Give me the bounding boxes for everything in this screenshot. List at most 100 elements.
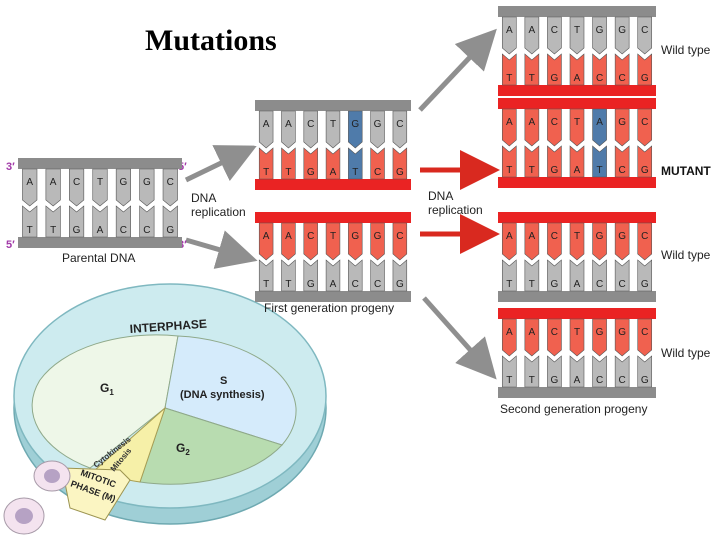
second-gen-molecule-1-top-letter-3: T	[574, 25, 580, 36]
second-gen-molecule-2-bottom-base-5	[614, 145, 630, 178]
first-gen-bottom-molecule-bottom-letter-6: G	[396, 279, 404, 290]
second-gen-molecule-4-top-base-0	[501, 318, 517, 357]
parental-dna-bottom-base-4	[115, 205, 131, 238]
second-gen-molecule-4-top-base-3	[569, 318, 585, 357]
second-gen-molecule-1-top-base-6	[637, 16, 653, 55]
parental-dna-top-letter-5: G	[143, 177, 151, 188]
second-gen-molecule-3-bottom-base-2	[547, 259, 562, 292]
arrow-top-to-wild-1	[418, 28, 497, 112]
second-gen-molecule-3-top-base-0	[501, 222, 517, 261]
first-gen-bottom-molecule-bottom-letter-4: C	[352, 279, 359, 290]
first-gen-bottom-molecule-bottom-backbone	[255, 291, 411, 302]
first-gen-bottom-molecule-top-base-0	[258, 222, 274, 261]
first-gen-bottom-molecule-top-base-4	[348, 222, 363, 261]
first-gen-top-molecule-top-base-4	[348, 110, 363, 149]
parental-dna-bottom-letter-4: C	[120, 225, 127, 236]
first-gen-bottom-molecule-top-backbone	[255, 212, 411, 223]
second-gen-label: Second generation progeny	[500, 402, 647, 416]
parental-dna-bottom-base-2	[69, 205, 85, 238]
first-gen-bottom-molecule-top-base-6	[392, 222, 408, 261]
second-gen-molecule-4-top-letter-3: T	[574, 327, 580, 338]
second-gen-molecule-4-bottom-backbone	[498, 387, 656, 398]
second-gen-molecule-1-bottom-letter-4: C	[596, 73, 603, 84]
parental-dna-bottom-letter-6: G	[166, 225, 174, 236]
second-gen-molecule-3-top-base-3	[569, 222, 585, 261]
arrow-bottom-to-wild-3	[422, 296, 497, 380]
second-gen-molecule-4-bottom-base-5	[614, 355, 630, 388]
first-gen-top-molecule-top-base-3	[325, 110, 341, 149]
first-gen-bottom-molecule-bottom-letter-3: A	[330, 279, 337, 290]
first-gen-bottom-molecule-bottom-base-4	[348, 259, 363, 292]
second-gen-molecule-1-bottom-base-5	[614, 53, 630, 86]
second-gen-molecule-3-top-backbone	[498, 212, 656, 223]
second-gen-molecule-3-top-letter-0: A	[506, 231, 513, 242]
second-gen-molecule-1-top-base-0	[501, 16, 517, 55]
first-gen-top-molecule-bottom-letter-0: T	[263, 167, 269, 178]
second-gen-molecule-3-bottom-base-5	[614, 259, 630, 292]
first-gen-top-molecule-bottom-letter-4: T	[352, 167, 358, 178]
first-gen-bottom-molecule-top-letter-0: A	[263, 231, 270, 242]
first-gen-bottom-molecule-top-base-2	[303, 222, 318, 261]
second-gen-molecule-4-top-base-6	[637, 318, 653, 357]
first-gen-top-molecule-top-base-6	[392, 110, 408, 149]
first-gen-top-molecule-top-letter-0: A	[263, 119, 270, 130]
status-label-3: Wild type	[661, 248, 711, 262]
second-gen-molecule-4-top-letter-4: G	[596, 327, 604, 338]
second-gen-molecule-4-bottom-letter-6: G	[641, 375, 649, 386]
second-gen-molecule-4-bottom-base-4	[592, 355, 607, 388]
second-gen-molecule-1-bottom-base-6	[637, 53, 653, 86]
g2-label: G2	[176, 441, 190, 457]
parental-dna-top-letter-1: A	[50, 177, 57, 188]
second-gen-molecule-3-bottom-letter-5: C	[619, 279, 626, 290]
parental-dna-top-letter-3: T	[97, 177, 103, 188]
second-gen-molecule-2-top-base-3	[569, 108, 585, 147]
second-gen-molecule-2-bottom-backbone	[498, 177, 656, 188]
second-gen-molecule-2-top-base-1	[524, 108, 540, 147]
daughter-cell-2-nucleus	[15, 508, 33, 524]
second-gen-molecule-4-bottom-letter-0: T	[506, 375, 512, 386]
parental-end-bottom-right: 3′	[178, 239, 187, 251]
second-gen-molecule-3-top-letter-3: T	[574, 231, 580, 242]
second-gen-molecule-2-bottom-base-6	[637, 145, 653, 178]
first-gen-bottom-molecule-bottom-base-3	[325, 259, 341, 292]
second-gen-molecule-3-top-base-5	[614, 222, 630, 261]
second-gen-molecule-4-top-backbone	[498, 308, 656, 319]
parental-dna-bottom-letter-3: A	[97, 225, 104, 236]
first-gen-top-molecule-top-letter-4: G	[351, 119, 359, 130]
daughter-cell-1-nucleus	[44, 469, 60, 483]
g1-wedge	[31, 334, 179, 469]
second-gen-molecule-3-top-base-1	[524, 222, 540, 261]
second-gen-molecule-2-bottom-letter-0: T	[506, 165, 512, 176]
parental-dna-top-letter-2: C	[73, 177, 80, 188]
first-gen-bottom-molecule-top-letter-4: G	[351, 231, 359, 242]
second-gen-molecule-3-top-base-4	[592, 222, 607, 261]
first-gen-bottom-molecule-top-base-1	[281, 222, 296, 261]
second-gen-molecule-1-bottom-letter-6: G	[641, 73, 649, 84]
second-gen-molecule-1-bottom-base-1	[524, 53, 540, 86]
parental-dna-top-backbone	[18, 158, 182, 169]
parental-dna-top-letter-4: G	[120, 177, 128, 188]
second-gen-molecule-1-bottom-backbone	[498, 85, 656, 96]
first-gen-top-molecule-bottom-backbone	[255, 179, 411, 190]
second-gen-molecule-3-bottom-base-1	[524, 259, 540, 292]
second-gen-molecule-1-top-base-4	[592, 16, 607, 55]
first-gen-bottom-molecule-top-letter-2: C	[307, 231, 314, 242]
second-gen-molecule-2-bottom-letter-2: G	[551, 165, 559, 176]
second-gen-molecule-3-bottom-letter-3: A	[574, 279, 581, 290]
second-gen-molecule-2-bottom-letter-5: C	[619, 165, 626, 176]
first-gen-bottom-molecule-bottom-base-1	[281, 259, 296, 292]
second-gen-molecule-4-top-letter-6: C	[641, 327, 648, 338]
parental-dna-bottom-base-5	[139, 205, 155, 238]
second-gen-molecule-2-top-base-5	[614, 108, 630, 147]
parental-dna-top-letter-0: A	[26, 177, 33, 188]
first-gen-top-molecule-bottom-letter-6: G	[396, 167, 404, 178]
second-gen-molecule-2-top-letter-6: C	[641, 117, 648, 128]
slide-title: Mutations	[145, 24, 277, 57]
parental-dna-top-base-1	[45, 168, 61, 207]
second-gen-molecule-2-bottom-letter-4: T	[597, 165, 603, 176]
second-gen-molecule-1-bottom-base-2	[547, 53, 562, 86]
g2-wedge	[139, 407, 283, 485]
second-gen-molecule-2-top-letter-1: A	[529, 117, 536, 128]
